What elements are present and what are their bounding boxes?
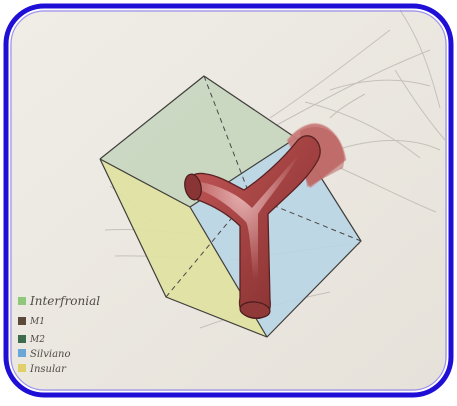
legend-swatch bbox=[18, 317, 26, 325]
legend-swatch bbox=[18, 364, 26, 372]
legend-label: Silviano bbox=[30, 349, 71, 360]
legend-item: Interfronial bbox=[18, 294, 100, 308]
legend-label: Interfronial bbox=[29, 294, 100, 308]
legend-swatch bbox=[18, 349, 26, 357]
legend-label: M2 bbox=[29, 335, 45, 345]
legend-label: Insular bbox=[29, 364, 67, 375]
legend-label: M1 bbox=[29, 317, 45, 327]
legend-swatch bbox=[18, 335, 26, 343]
legend-swatch bbox=[18, 297, 26, 305]
